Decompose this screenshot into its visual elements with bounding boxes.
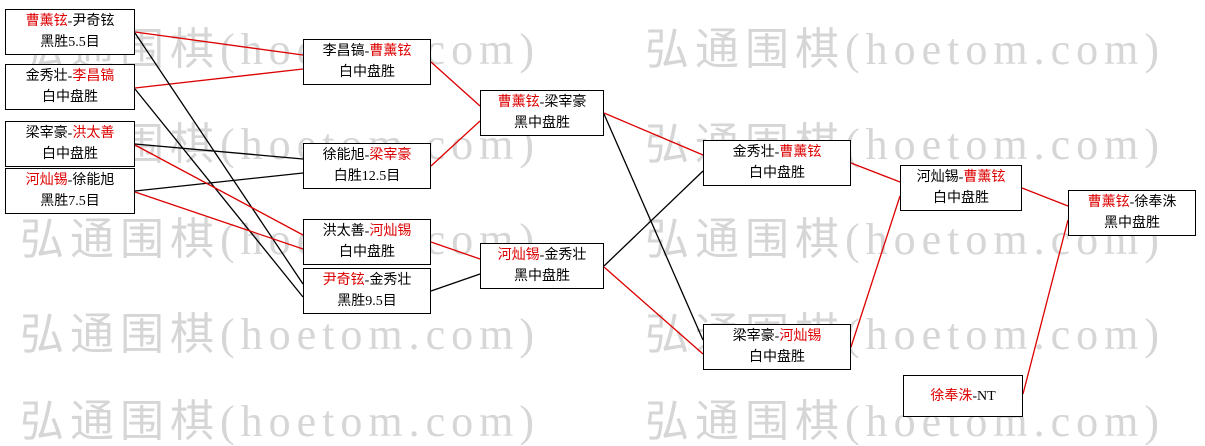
player-name: -NT (972, 388, 996, 404)
match-result: 黑胜9.5目 (337, 294, 397, 309)
match-result: 白中盘胜 (42, 90, 98, 105)
connector-m9-m11 (603, 112, 704, 156)
connector-m1-m5 (134, 31, 304, 56)
connector-m9-m12 (603, 113, 704, 341)
connector-m1-m8 (134, 32, 304, 285)
match-box-m11: 金秀壮-曹薰铉 白中盘胜 (703, 140, 851, 186)
connector-m10-m11 (603, 170, 704, 267)
player-name: 河灿锡- (916, 170, 964, 185)
match-players: 河灿锡-徐能旭 (26, 170, 115, 191)
connector-m13-m14 (1021, 187, 1069, 207)
match-result: 白中盘胜 (339, 245, 395, 260)
match-players: 李昌镐-曹薰铉 (323, 41, 412, 62)
connector-m8-m10 (430, 273, 481, 292)
match-result: 黑中盘胜 (514, 116, 570, 131)
player-name: 梁宰豪- (25, 126, 73, 141)
player-name: 梁宰豪- (732, 329, 780, 344)
match-result: 白胜12.5目 (333, 169, 401, 184)
connector-m5-m9 (430, 61, 481, 107)
player-name: 金秀壮- (25, 69, 73, 84)
connector-m11-m13 (850, 162, 901, 183)
player-name: 洪太善 (72, 126, 115, 141)
watermark-text: 弘通围棋(hoetom.com) (20, 310, 541, 359)
player-name: -尹奇铉 (67, 14, 115, 29)
match-box-m4: 河灿锡-徐能旭 黑胜7.5目 (5, 168, 135, 214)
match-box-m2: 金秀壮-李昌镐 白中盘胜 (5, 64, 135, 110)
connector-m2-m5 (134, 68, 304, 89)
player-name: 金秀壮- (732, 145, 780, 160)
connector-m6-m9 (430, 120, 481, 167)
player-name: -梁宰豪 (539, 95, 587, 110)
player-name: 李昌镐 (72, 69, 115, 84)
match-players: 徐能旭-梁宰豪 (323, 145, 412, 166)
player-name: 尹奇铉 (322, 273, 365, 288)
connector-m3-m6 (134, 143, 304, 160)
player-name: -徐能旭 (67, 173, 115, 188)
player-name: -徐奉洙 (1129, 195, 1177, 210)
match-players: 金秀壮-李昌镐 (26, 66, 115, 87)
watermark-text: 弘通围棋(hoetom.com) (20, 215, 541, 264)
player-name: 徐能旭- (322, 148, 370, 163)
connector-m3-m7 (134, 144, 304, 236)
match-result: 黑胜5.5目 (40, 35, 100, 50)
player-name: -金秀壮 (364, 273, 412, 288)
match-box-m9: 曹薰铉-梁宰豪 黑中盘胜 (480, 90, 604, 136)
tournament-bracket: { "watermark": { "text": "弘通围棋(hoetom.co… (5, 9, 1196, 446)
match-box-m8: 尹奇铉-金秀壮 黑胜9.5目 (303, 268, 431, 314)
player-name: 河灿锡 (369, 224, 412, 239)
match-box-m13: 河灿锡-曹薰铉 白中盘胜 (900, 165, 1022, 211)
match-result: 黑中盘胜 (1104, 216, 1160, 231)
match-players: 梁宰豪-河灿锡 (733, 326, 822, 347)
match-players: 曹薰铉-尹奇铉 (26, 11, 115, 32)
match-box-m1: 曹薰铉-尹奇铉 黑胜5.5目 (5, 9, 135, 55)
match-players: 洪太善-河灿锡 (323, 221, 412, 242)
player-name: 曹薰铉 (25, 14, 68, 29)
player-name: 曹薰铉 (497, 95, 540, 110)
connector-m7-m10 (430, 241, 481, 260)
player-name: 河灿锡 (25, 173, 68, 188)
player-name: 曹薰铉 (779, 145, 822, 160)
match-box-m15: 徐奉洙-NT (903, 375, 1023, 417)
match-players: 河灿锡-金秀壮 (498, 245, 587, 266)
connector-m10-m12 (603, 266, 704, 355)
match-players: 徐奉洙-NT (930, 386, 995, 407)
connector-m15-m14 (1022, 219, 1069, 395)
connector-m12-m13 (850, 195, 901, 348)
connector-lines (134, 31, 1069, 395)
player-name: 曹薰铉 (1087, 195, 1130, 210)
match-players: 金秀壮-曹薰铉 (733, 142, 822, 163)
player-name: 曹薰铉 (369, 44, 412, 59)
player-name: 梁宰豪 (369, 148, 412, 163)
match-box-m6: 徐能旭-梁宰豪 白胜12.5目 (303, 143, 431, 189)
match-players: 梁宰豪-洪太善 (26, 123, 115, 144)
player-name: 李昌镐- (322, 44, 370, 59)
match-result: 白中盘胜 (749, 166, 805, 181)
match-box-m5: 李昌镐-曹薰铉 白中盘胜 (303, 39, 431, 85)
match-result: 白中盘胜 (42, 147, 98, 162)
match-result: 黑中盘胜 (514, 269, 570, 284)
player-name: 徐奉洙 (930, 388, 973, 404)
match-box-m12: 梁宰豪-河灿锡 白中盘胜 (703, 324, 851, 370)
match-players: 曹薰铉-徐奉洙 (1088, 192, 1177, 213)
match-result: 白中盘胜 (933, 191, 989, 206)
match-box-m3: 梁宰豪-洪太善 白中盘胜 (5, 121, 135, 167)
connector-m2-m8 (134, 88, 304, 298)
watermark-text: 弘通围棋(hoetom.com) (645, 25, 1166, 74)
match-players: 曹薰铉-梁宰豪 (498, 92, 587, 113)
match-players: 河灿锡-曹薰铉 (917, 167, 1006, 188)
match-box-m10: 河灿锡-金秀壮 黑中盘胜 (480, 243, 604, 289)
player-name: -金秀壮 (539, 248, 587, 263)
match-result: 黑胜7.5目 (40, 194, 100, 209)
player-name: 河灿锡 (779, 329, 822, 344)
player-name: 河灿锡 (497, 248, 540, 263)
connector-m4-m6 (134, 172, 304, 192)
match-players: 尹奇铉-金秀壮 (323, 270, 412, 291)
player-name: 洪太善- (322, 224, 370, 239)
match-result: 白中盘胜 (339, 65, 395, 80)
match-box-m14: 曹薰铉-徐奉洙 黑中盘胜 (1068, 190, 1196, 236)
connector-m4-m7 (134, 191, 304, 250)
player-name: 曹薰铉 (963, 170, 1006, 185)
match-result: 白中盘胜 (749, 350, 805, 365)
match-box-m7: 洪太善-河灿锡 白中盘胜 (303, 219, 431, 265)
